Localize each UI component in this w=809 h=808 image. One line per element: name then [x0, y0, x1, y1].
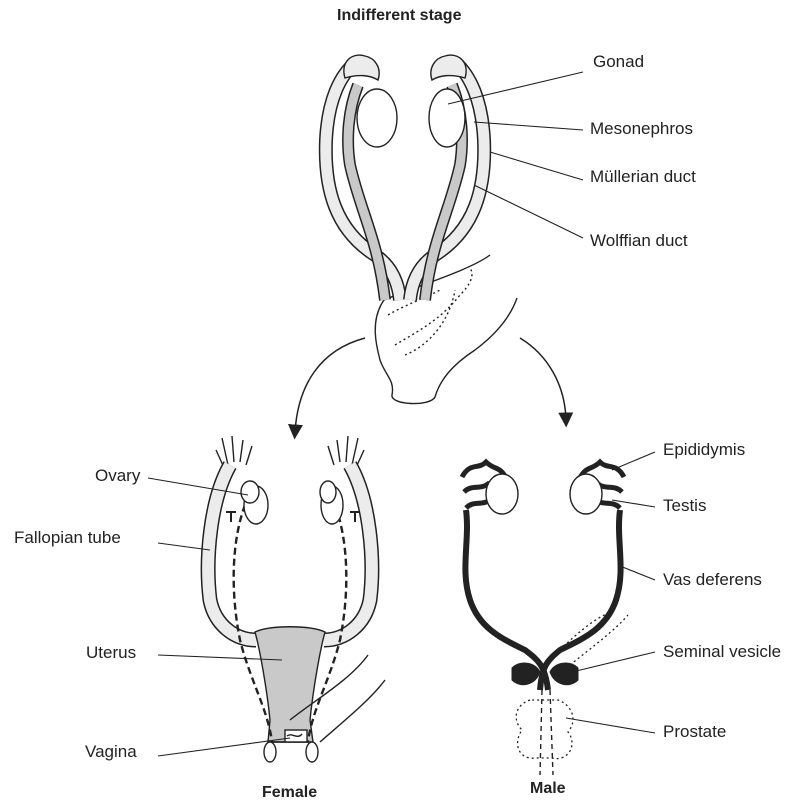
seminal-vesicle-label: Seminal vesicle	[663, 642, 781, 662]
leader-lines	[148, 72, 655, 756]
arrow-to-male	[520, 338, 566, 420]
female-figure	[208, 436, 385, 762]
male-title: Male	[530, 779, 566, 799]
mullerian-duct-label: Müllerian duct	[590, 167, 696, 187]
gonad-label: Gonad	[593, 52, 644, 72]
vagina-label: Vagina	[85, 742, 137, 762]
mesonephros-label: Mesonephros	[590, 119, 693, 139]
prostate-label: Prostate	[663, 722, 726, 742]
arrow-to-female	[295, 338, 365, 432]
ovary-label: Ovary	[95, 466, 140, 486]
female-title: Female	[262, 783, 317, 803]
epididymis-label: Epididymis	[663, 440, 745, 460]
indifferent-stage-title: Indifferent stage	[337, 6, 461, 26]
vas-deferens-label: Vas deferens	[663, 570, 762, 590]
testis-label: Testis	[663, 496, 706, 516]
indifferent-stage-figure	[326, 55, 517, 403]
uterus-label: Uterus	[86, 643, 136, 663]
wolffian-duct-label: Wolffian duct	[590, 231, 688, 251]
fallopian-tube-label: Fallopian tube	[14, 528, 121, 548]
male-figure	[462, 462, 628, 775]
